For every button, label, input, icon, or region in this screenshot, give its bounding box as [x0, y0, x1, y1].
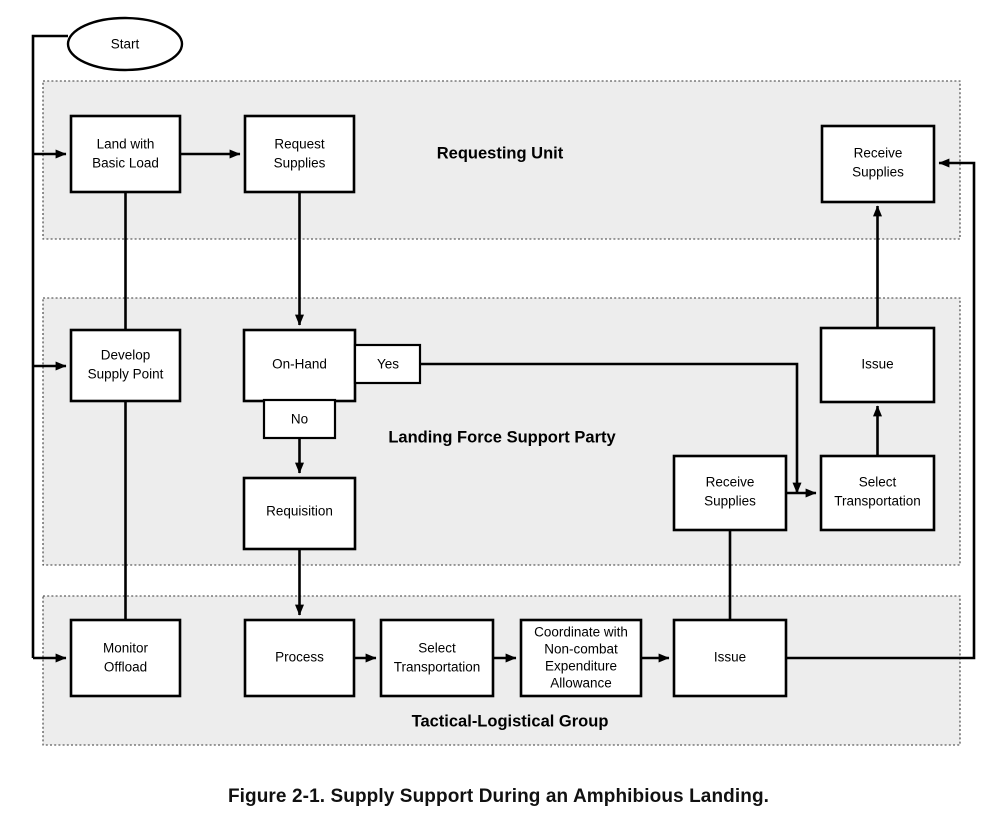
no-label-shape: [262, 398, 337, 440]
band-title-landing-force-support-party: Landing Force Support Party: [388, 428, 616, 446]
figure-caption: Figure 2-1. Supply Support During an Amp…: [227, 786, 770, 807]
start-terminator-shape: [66, 16, 184, 72]
node-land-with-basic-load[interactable]: Land with Basic Load: [69, 114, 182, 194]
node-on-hand[interactable]: On-Hand: [242, 328, 357, 403]
receive-supplies-top-label-line-1: Receive: [854, 146, 903, 161]
band-title-requesting-unit: Requesting Unit: [437, 144, 564, 162]
node-receive-supplies-middle[interactable]: Receive Supplies: [672, 454, 788, 532]
node-issue-middle[interactable]: Issue: [819, 326, 936, 404]
node-request-supplies[interactable]: Request Supplies: [243, 114, 356, 194]
process-shape: [243, 618, 356, 698]
node-select-transportation-middle[interactable]: Select Transportation: [819, 454, 936, 532]
coordinate-noncombat-label-line-2: Non-combat: [544, 642, 618, 657]
decision-label-yes[interactable]: Yes: [353, 343, 422, 385]
requisition-shape: [242, 476, 357, 551]
start-label: Start: [111, 37, 140, 52]
select-transportation-middle-shape: [819, 454, 936, 532]
select-transportation-bottom-label-line-1: Select: [418, 641, 456, 656]
node-requisition[interactable]: Requisition: [242, 476, 357, 551]
band-landing-force-support-party: [42, 297, 961, 566]
no-label-text: No: [291, 412, 308, 427]
receive-supplies-top-shape: [820, 124, 936, 204]
request-supplies-shape: [243, 114, 356, 194]
on-hand-label: On-Hand: [272, 357, 327, 372]
yes-label-text: Yes: [377, 357, 399, 372]
request-supplies-label-line-2: Supplies: [274, 156, 326, 171]
request-supplies-label-line-1: Request: [274, 137, 325, 152]
band-title-tactical-logistical-group: Tactical-Logistical Group: [412, 712, 609, 730]
land-with-basic-load-shape: [69, 114, 182, 194]
node-monitor-offload[interactable]: Monitor Offload: [69, 618, 182, 698]
receive-supplies-middle-label-line-2: Supplies: [704, 494, 756, 509]
select-transportation-bottom-shape: [379, 618, 495, 698]
process-label: Process: [275, 650, 324, 665]
edge-issue-bottom-to-receive-supplies-top: [786, 158, 976, 660]
land-with-basic-load-label-line-1: Land with: [97, 137, 155, 152]
band-titles: Requesting Unit Landing Force Support Pa…: [388, 144, 616, 730]
select-transportation-middle-label-line-2: Transportation: [834, 494, 921, 509]
issue-bottom-label: Issue: [714, 650, 746, 665]
requisition-label: Requisition: [266, 504, 333, 519]
edge-yes-to-select-transportation: [420, 362, 802, 494]
coordinate-noncombat-label-line-4: Allowance: [550, 676, 612, 691]
connectors: [31, 34, 976, 663]
monitor-offload-shape: [69, 618, 182, 698]
yes-label-shape: [353, 343, 422, 385]
develop-supply-point-label-line-2: Supply Point: [88, 367, 164, 382]
edge-start-to-spine: [31, 34, 68, 658]
node-receive-supplies-top[interactable]: Receive Supplies: [820, 124, 936, 204]
receive-supplies-middle-label-line-1: Receive: [706, 475, 755, 490]
receive-supplies-middle-shape: [672, 454, 788, 532]
swimlane-bands: [42, 80, 961, 746]
monitor-offload-label-line-2: Offload: [104, 660, 147, 675]
issue-bottom-shape: [672, 618, 788, 698]
band-tactical-logistical-group: [42, 595, 961, 746]
issue-middle-label: Issue: [861, 357, 893, 372]
decision-label-no[interactable]: No: [262, 398, 337, 440]
monitor-offload-label-line-1: Monitor: [103, 641, 149, 656]
node-start[interactable]: Start: [66, 16, 184, 72]
coordinate-noncombat-label-line-3: Expenditure: [545, 659, 617, 674]
develop-supply-point-label-line-1: Develop: [101, 348, 151, 363]
land-with-basic-load-label-line-2: Basic Load: [92, 156, 159, 171]
receive-supplies-top-label-line-2: Supplies: [852, 165, 904, 180]
node-coordinate-noncombat-expenditure-allowance[interactable]: Coordinate with Non-combat Expenditure A…: [519, 618, 643, 698]
coordinate-noncombat-label-line-1: Coordinate with: [534, 625, 628, 640]
node-issue-bottom[interactable]: Issue: [672, 618, 788, 698]
node-select-transportation-bottom[interactable]: Select Transportation: [379, 618, 495, 698]
band-requesting-unit: [42, 80, 961, 240]
issue-middle-shape: [819, 326, 936, 404]
select-transportation-middle-label-line-1: Select: [859, 475, 897, 490]
select-transportation-bottom-label-line-2: Transportation: [394, 660, 481, 675]
coordinate-noncombat-shape: [519, 618, 643, 698]
develop-supply-point-shape: [69, 328, 182, 403]
node-process[interactable]: Process: [243, 618, 356, 698]
node-develop-supply-point[interactable]: Develop Supply Point: [69, 328, 182, 403]
